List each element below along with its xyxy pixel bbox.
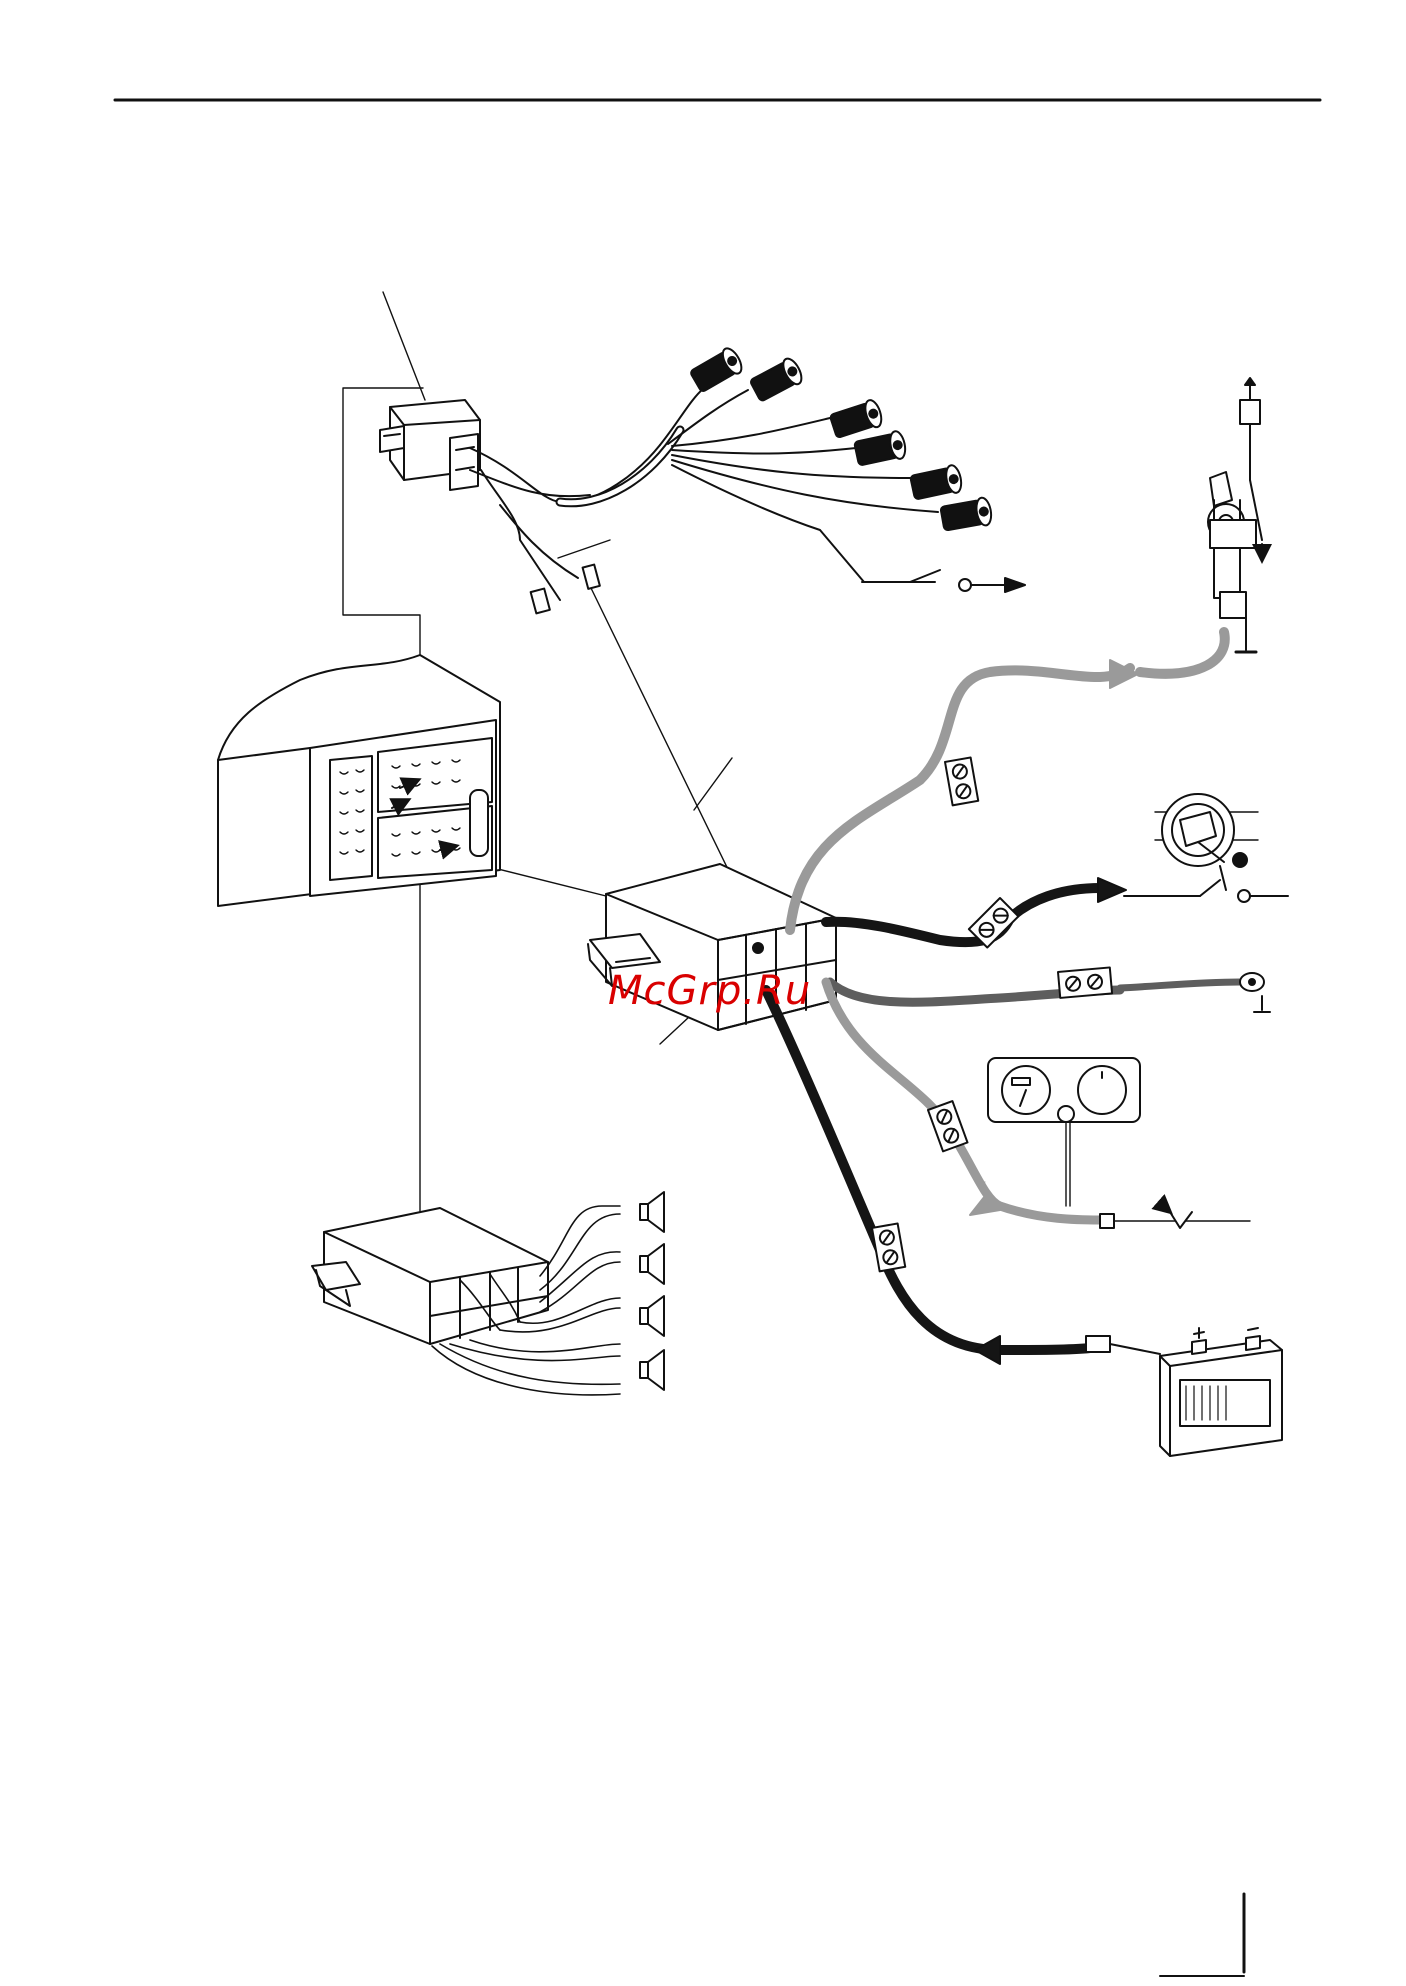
rca-adapter-cable <box>380 345 1025 613</box>
chassis-ground <box>830 967 1270 1012</box>
dashboard-gauge-icon <box>988 1058 1140 1206</box>
ground-icon <box>1236 618 1256 652</box>
iso-socket-icon <box>310 720 496 896</box>
adapter-connector-icon <box>380 400 480 490</box>
car-radio-rear-connector <box>218 655 500 906</box>
iso-speaker-connector <box>312 1192 664 1395</box>
connector-block-icon <box>312 1208 548 1344</box>
terminal-block-icon <box>872 1223 905 1271</box>
speaker-icon <box>640 1192 664 1390</box>
battery-icon <box>1160 1328 1282 1456</box>
ignition-key-icon <box>1155 794 1258 890</box>
terminal-block-icon <box>1058 967 1112 997</box>
terminal-block-icon <box>928 1101 967 1151</box>
ignition-switch <box>826 794 1288 947</box>
watermark-text: McGrp.Ru <box>608 968 811 1014</box>
terminal-block-icon <box>945 757 978 805</box>
instrument-illumination <box>826 982 1250 1228</box>
switch-symbol-icon <box>862 570 1025 592</box>
antenna-icon <box>1208 378 1262 652</box>
